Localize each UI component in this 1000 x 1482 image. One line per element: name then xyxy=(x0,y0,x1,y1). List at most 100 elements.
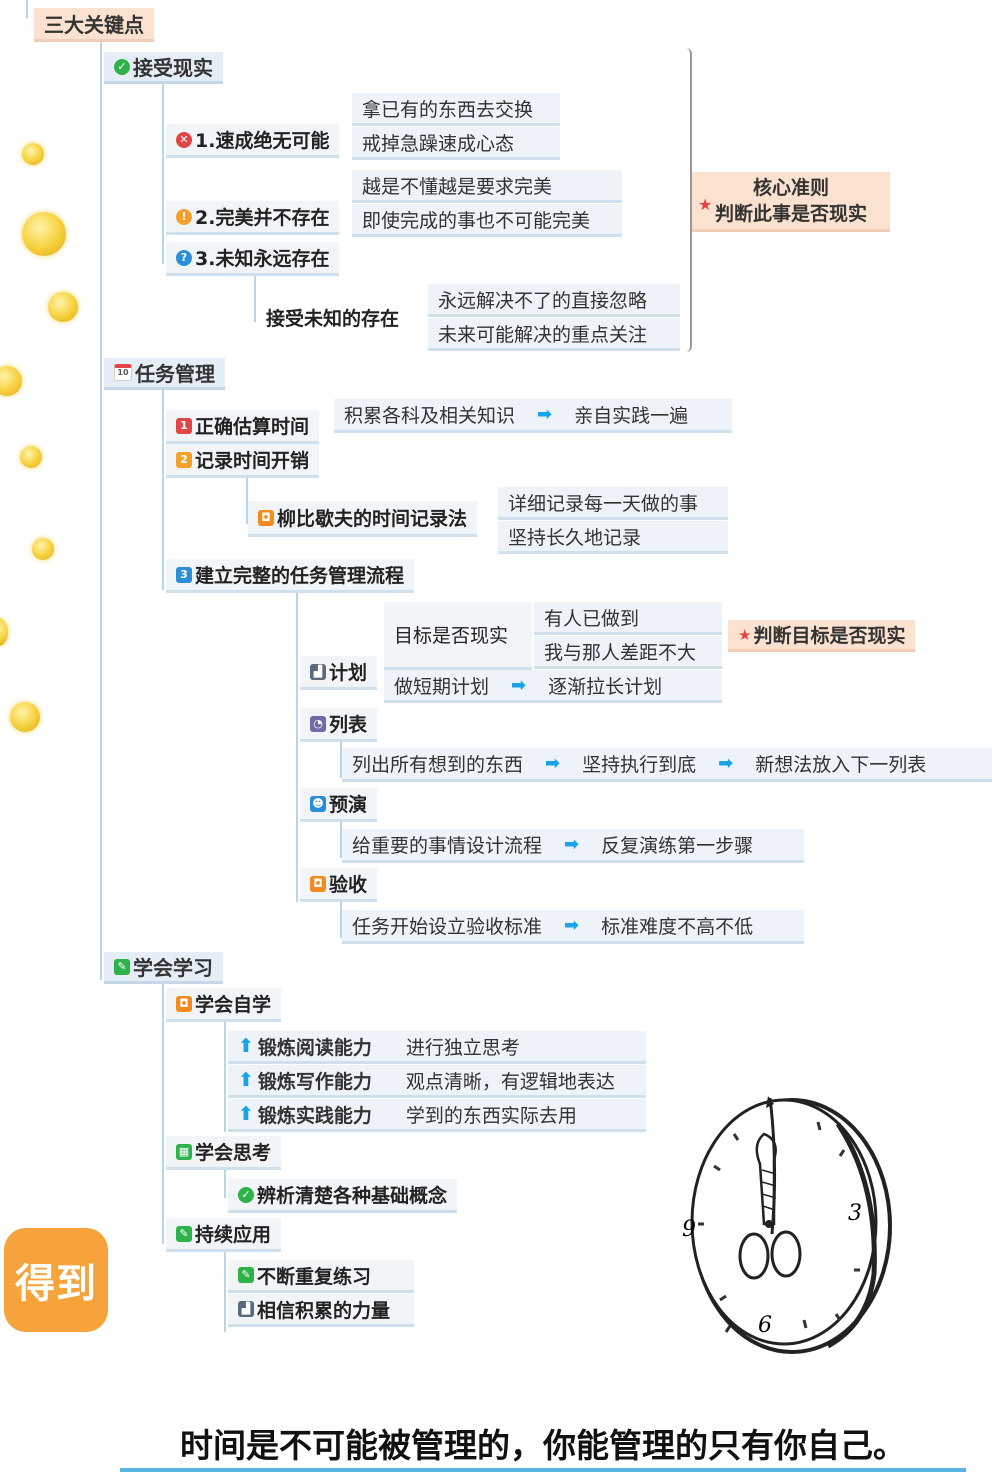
leaf[interactable]: 永远解决不了的直接忽略 xyxy=(428,284,680,317)
node-label: 验收 xyxy=(329,874,368,896)
leaf-text: 我与那人差距不大 xyxy=(544,641,697,664)
node-learn-thinking[interactable]: ▦ 学会思考 xyxy=(166,1136,282,1170)
camera-icon: ◘ xyxy=(310,875,326,892)
flow-step: 给重要的事情设计流程 xyxy=(352,835,543,857)
flow-step: 标准难度不高不低 xyxy=(601,916,754,938)
branch-task-management[interactable]: 10 任务管理 xyxy=(104,358,225,390)
judge-text: 判断目标是否现实 xyxy=(753,625,906,647)
leaf-text: 拿已有的东西去交换 xyxy=(362,98,534,121)
dedao-logo: 得到 xyxy=(4,1228,108,1332)
leaf[interactable]: 坚持长久地记录 xyxy=(498,521,728,554)
flow-step: 亲自实践一遍 xyxy=(574,405,689,427)
clock-number-3: 3 xyxy=(848,1201,862,1226)
chart-icon: ▟ xyxy=(310,663,326,680)
node-task-flow[interactable]: 3 建立完整的任务管理流程 xyxy=(166,559,415,593)
leaf-text: 相信积累的力量 xyxy=(257,1299,391,1322)
node-label: 记录时间开销 xyxy=(195,450,310,472)
leaf-basic-concepts[interactable]: ✓ 辨析清楚各种基础概念 xyxy=(228,1179,458,1213)
node-acceptance[interactable]: ◘ 验收 xyxy=(300,868,378,902)
camera-icon: ◘ xyxy=(258,509,274,526)
leaf-text: 未来可能解决的重点关注 xyxy=(438,323,648,346)
node-label: 持续应用 xyxy=(195,1224,272,1246)
branch-label: 任务管理 xyxy=(135,362,215,386)
leaf-text: 坚持长久地记录 xyxy=(508,526,642,549)
flow-row[interactable]: 做短期计划 ➡ 逐渐拉长计划 xyxy=(384,670,722,703)
node-accept-unknown[interactable]: 接受未知的存在 xyxy=(256,300,409,334)
leaf[interactable]: 越是不懂越是要求完美 xyxy=(352,170,622,203)
footer-quote: 时间是不可能被管理的，你能管理的只有你自己。 xyxy=(120,1418,966,1472)
leaf-text: 辨析清楚各种基础概念 xyxy=(257,1185,448,1207)
node-plan[interactable]: ▟ 计划 xyxy=(300,656,378,690)
skill-text: 进行独立思考 xyxy=(405,1036,520,1059)
leaf-accumulation[interactable]: ▟ 相信积累的力量 xyxy=(228,1294,414,1327)
node-label: 计划 xyxy=(329,662,368,684)
core-text: 判断此事是否现实 xyxy=(714,202,867,225)
bracket xyxy=(682,48,692,352)
leaf[interactable]: 详细记录每一天做的事 xyxy=(498,487,728,520)
number-two-icon: 2 xyxy=(176,451,192,468)
arrow-right-icon: ➡ xyxy=(511,674,527,696)
node-estimate-time[interactable]: 1 正确估算时间 xyxy=(166,410,320,444)
arrow-right-icon: ➡ xyxy=(564,834,580,855)
node-lyubishchev-method[interactable]: ◘ 柳比歇夫的时间记录法 xyxy=(248,501,478,537)
pencil-icon: ✎ xyxy=(238,1267,254,1283)
node-label: 学会自学 xyxy=(195,994,272,1016)
branch-label: 接受现实 xyxy=(133,56,213,80)
bar-chart-icon: ▟ xyxy=(238,1301,254,1317)
leaf-text: 戒掉急躁速成心态 xyxy=(362,132,515,155)
branch-accept-reality[interactable]: ✓ 接受现实 xyxy=(104,52,223,84)
leaf[interactable]: 即使完成的事也不可能完美 xyxy=(352,204,622,237)
leaf[interactable]: 未来可能解决的重点关注 xyxy=(428,318,680,351)
check-icon: ✓ xyxy=(114,58,130,75)
node-label: 接受未知的存在 xyxy=(266,307,400,330)
node-label: 柳比歇夫的时间记录法 xyxy=(277,508,468,530)
node-label: 1.速成绝无可能 xyxy=(195,130,330,152)
star-icon: ★ xyxy=(738,625,752,644)
skill-row[interactable]: ⬆ 锻炼阅读能力 进行独立思考 xyxy=(228,1031,646,1064)
flow-step: 坚持执行到底 xyxy=(582,754,697,776)
star-icon: ★ xyxy=(698,195,713,214)
root-node[interactable]: 三大关键点 xyxy=(34,8,154,42)
node-goal-realistic[interactable]: 目标是否现实 xyxy=(384,602,532,670)
node-keep-applying[interactable]: ✎ 持续应用 xyxy=(166,1218,282,1252)
node-no-shortcut[interactable]: ✕ 1.速成绝无可能 xyxy=(166,124,340,158)
node-record-time[interactable]: 2 记录时间开销 xyxy=(166,444,320,478)
node-label: 目标是否现实 xyxy=(394,625,509,647)
calendar-icon: 10 xyxy=(114,364,132,381)
leaf-repeat-practice[interactable]: ✎ 不断重复练习 xyxy=(228,1260,414,1293)
branch-label: 学会学习 xyxy=(133,956,213,980)
branch-learn-to-learn[interactable]: ✎ 学会学习 xyxy=(104,952,223,984)
question-icon: ? xyxy=(176,249,192,266)
skill-label: 锻炼阅读能力 xyxy=(257,1036,372,1059)
leaf[interactable]: 戒掉急躁速成心态 xyxy=(352,127,560,160)
camera-icon: ◘ xyxy=(176,995,192,1012)
flow-row[interactable]: 任务开始设立验收标准 ➡ 标准难度不高不低 xyxy=(342,910,804,944)
number-one-icon: 1 xyxy=(176,417,192,434)
skill-row[interactable]: ⬆ 锻炼写作能力 观点清晰，有逻辑地表达 xyxy=(228,1065,646,1098)
arrow-right-icon: ➡ xyxy=(545,753,561,774)
judge-goal-box[interactable]: ★ 判断目标是否现实 xyxy=(728,620,916,652)
leaf[interactable]: 拿已有的东西去交换 xyxy=(352,93,560,126)
coin-decoration xyxy=(20,446,42,468)
node-no-perfect[interactable]: ! 2.完美并不存在 xyxy=(166,201,340,235)
flow-row[interactable]: 列出所有想到的东西 ➡ 坚持执行到底 ➡ 新想法放入下一列表 xyxy=(342,748,992,782)
number-three-icon: 3 xyxy=(176,566,192,583)
core-principle-box[interactable]: ★ 核心准则 判断此事是否现实 xyxy=(692,172,890,232)
node-list[interactable]: ◔ 列表 xyxy=(300,708,378,742)
leaf[interactable]: 有人已做到 xyxy=(534,602,722,635)
node-label: 预演 xyxy=(329,794,368,816)
check-icon: ✓ xyxy=(238,1186,254,1203)
film-icon: ▦ xyxy=(176,1143,192,1160)
clock-number-9: 9 xyxy=(682,1217,696,1242)
flow-row[interactable]: 积累各科及相关知识 ➡ 亲自实践一遍 xyxy=(334,399,732,433)
node-self-study[interactable]: ◘ 学会自学 xyxy=(166,988,282,1022)
leaf-text: 详细记录每一天做的事 xyxy=(508,492,699,515)
node-rehearse[interactable]: ☻ 预演 xyxy=(300,788,378,822)
skill-row[interactable]: ⬆ 锻炼实践能力 学到的东西实际去用 xyxy=(228,1099,646,1132)
flow-step: 新想法放入下一列表 xyxy=(755,754,927,776)
node-unknown-exists[interactable]: ? 3.未知永远存在 xyxy=(166,242,340,276)
flow-row[interactable]: 给重要的事情设计流程 ➡ 反复演练第一步骤 xyxy=(342,829,804,863)
leaf[interactable]: 我与那人差距不大 xyxy=(534,636,722,669)
node-label: 学会思考 xyxy=(195,1142,272,1164)
core-title: 核心准则 xyxy=(752,176,829,199)
